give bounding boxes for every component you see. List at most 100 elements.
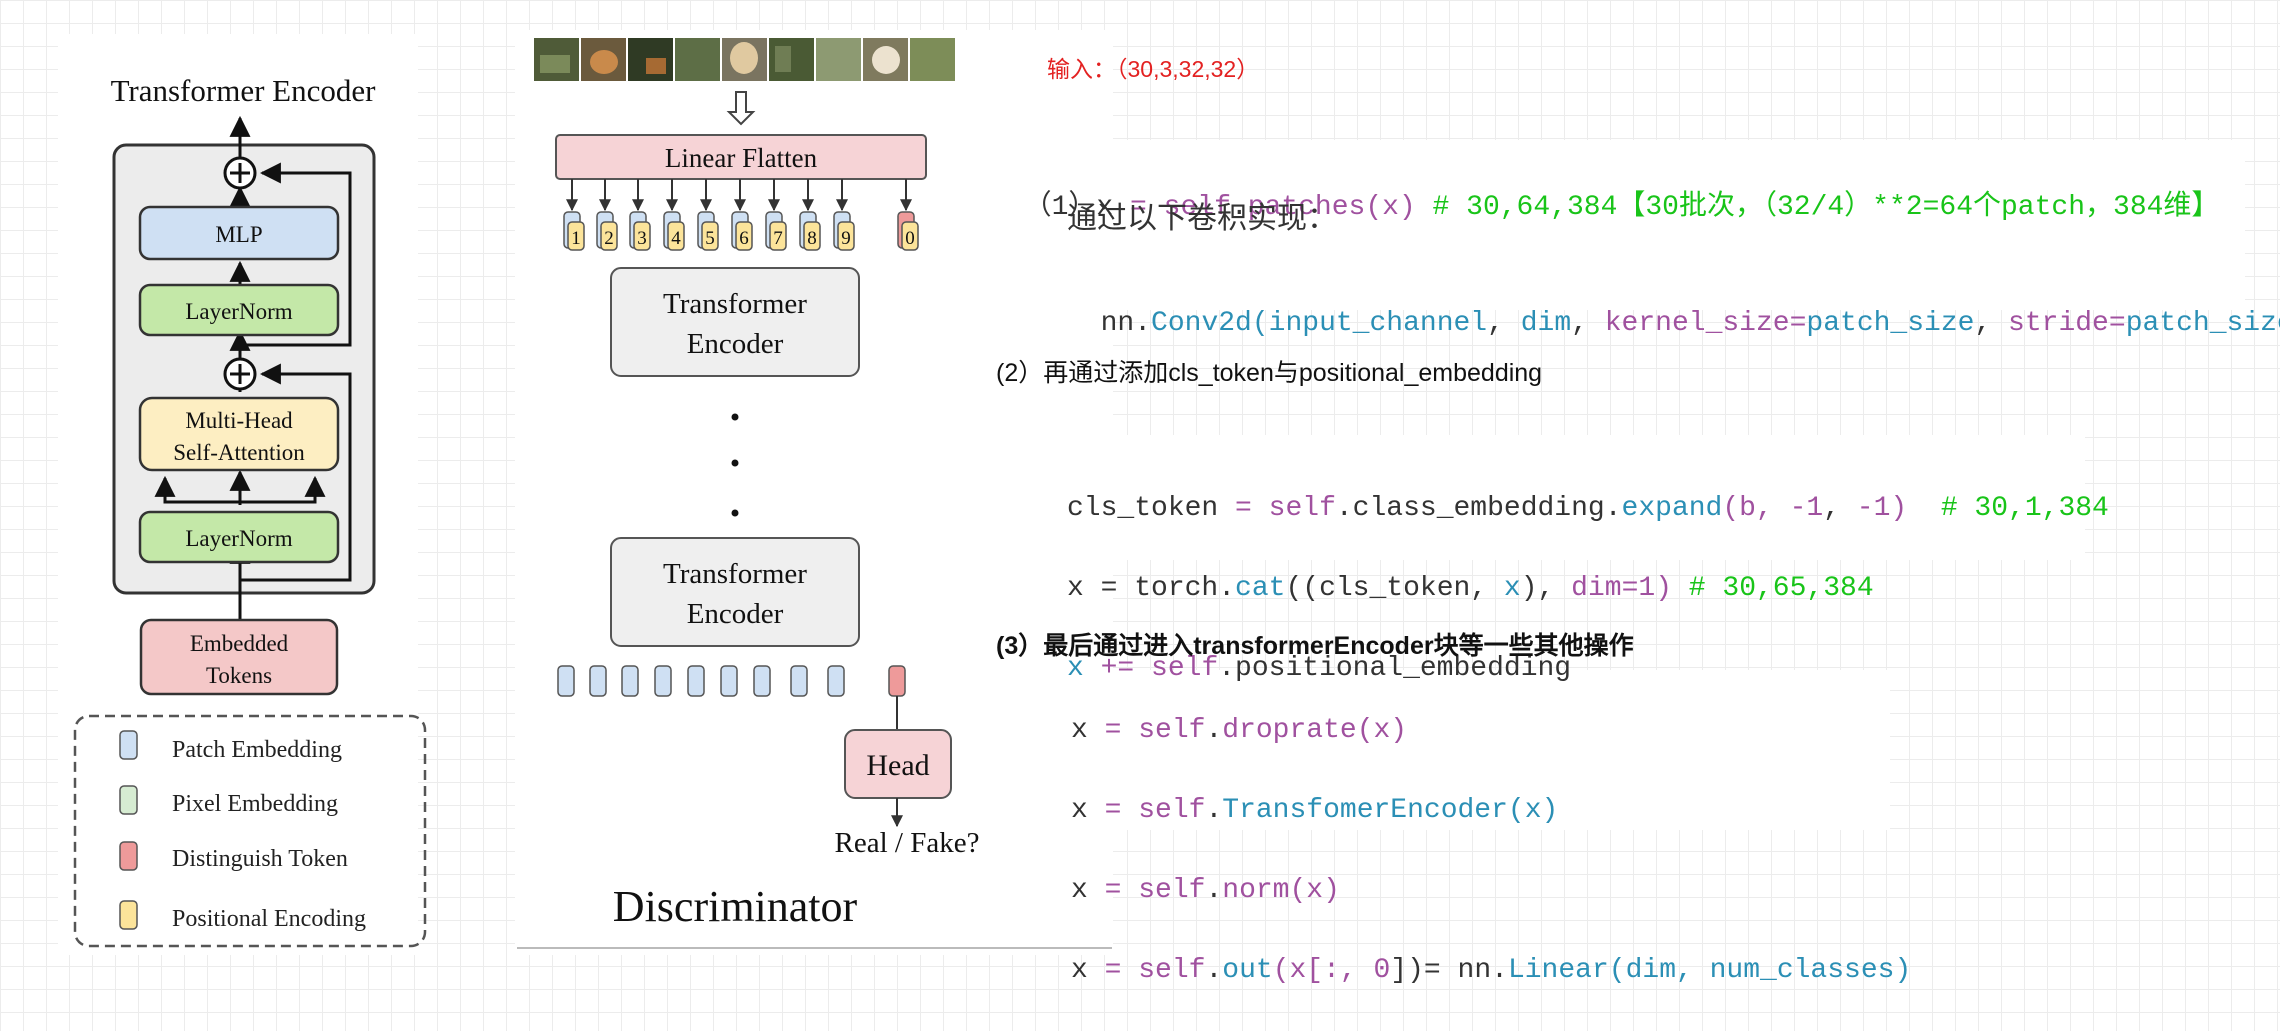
- output-token: [621, 665, 639, 697]
- positional-encoding: [735, 221, 753, 251]
- code-token: .: [1205, 715, 1223, 746]
- code-token: x: [1071, 875, 1088, 906]
- code-line: x = self.norm(x): [1071, 871, 1911, 911]
- code-token: nn.: [1100, 308, 1152, 339]
- code-panel-1: [985, 140, 2245, 310]
- layernorm-bottom-box: [138, 510, 340, 564]
- positional-encoding: [769, 221, 787, 251]
- output-token: [790, 665, 808, 697]
- token-label: 6: [739, 228, 749, 249]
- code-token: ])= nn.: [1390, 955, 1508, 986]
- hollow-down-arrow-icon: [726, 91, 756, 126]
- code-token: =: [2108, 308, 2126, 339]
- code-token: droprate: [1222, 715, 1357, 746]
- code-token: (b,: [1722, 493, 1790, 524]
- code-token: ,: [1974, 308, 2009, 339]
- discriminator-title: Discriminator: [613, 882, 858, 931]
- mha-label-1: Multi-Head: [185, 408, 293, 433]
- code-token: Conv2d: [1151, 308, 1252, 339]
- code-token: dim: [1571, 573, 1622, 604]
- positional-encoding: [600, 221, 618, 251]
- code-token: (x): [1289, 875, 1340, 906]
- code-token: .: [1205, 875, 1223, 906]
- code-token: .class_embedding.: [1335, 493, 1622, 524]
- code-token: = torch.: [1083, 573, 1236, 604]
- legend-swatch: [119, 900, 138, 930]
- token-label: 9: [841, 228, 851, 249]
- positional-encoding: [901, 221, 919, 251]
- token-label: 7: [773, 228, 783, 249]
- code-line: x = self.TransfomerEncoder(x): [1071, 791, 1911, 831]
- code-line: x = self.out(x[:, 0])= nn.Linear(dim, nu…: [1071, 951, 1911, 991]
- discriminator-diagram: Linear Flatten 1 2 3 4 5 6 7: [517, 38, 1112, 949]
- step1-subtitle: 通过以下卷积实现：: [1067, 202, 1337, 235]
- code-token: x: [1071, 795, 1088, 826]
- legend-label: Patch Embedding: [172, 737, 342, 763]
- code-line: x = self.droprate(x): [1071, 711, 1911, 751]
- output-token: [827, 665, 845, 697]
- code-token: =: [1113, 192, 1164, 223]
- token-label: 3: [637, 228, 647, 249]
- mlp-label: MLP: [215, 222, 262, 247]
- ellipsis-dot: [731, 459, 739, 467]
- legend-item: Positional Encoding: [119, 900, 366, 932]
- code-token: patches: [1247, 192, 1366, 223]
- positional-encoding: [701, 221, 719, 251]
- code-token: stride: [2008, 308, 2109, 339]
- layernorm-bottom-label: LayerNorm: [185, 526, 292, 551]
- legend-swatch: [119, 785, 138, 815]
- token-label: 8: [807, 228, 817, 249]
- step2-heading: (2）再通过添加cls_token与positional_embedding: [996, 359, 1543, 387]
- code-token: x: [1503, 573, 1521, 604]
- code-comment: # 30,64,384【30批次，（32/4）**2=64个patch，384维…: [1415, 192, 2220, 223]
- code-token: x: [1067, 653, 1084, 684]
- embedded-label-1: Embedded: [190, 631, 289, 656]
- code-token: ,: [1487, 308, 1521, 339]
- code-token: =: [1087, 715, 1139, 746]
- image-patches: [534, 38, 955, 81]
- encoder-bottom-label-2: Encoder: [687, 598, 784, 630]
- code-panel-2: [1060, 435, 2085, 560]
- code-comment: # 30,1,384: [1940, 493, 2109, 524]
- code-token: .: [1205, 795, 1223, 826]
- token-row: 1 2 3 4 5 6 7 8 9 0: [563, 211, 919, 251]
- code-token: self: [1138, 795, 1206, 826]
- code-token: patch_size: [1806, 308, 1975, 339]
- code-comment: # 30,65,384: [1688, 573, 1874, 604]
- real-fake-label: Real / Fake?: [835, 827, 980, 859]
- code-token: ,: [1823, 493, 1857, 524]
- code-token: num_classes: [1709, 955, 1895, 986]
- output-token-row: [557, 665, 906, 697]
- code-token: TransfomerEncoder: [1222, 795, 1508, 826]
- encoder-title: Transformer Encoder: [111, 73, 377, 108]
- positional-encoding: [667, 221, 685, 251]
- ellipsis-dot: [731, 413, 739, 421]
- legend-swatch: [119, 841, 138, 871]
- output-token: [557, 665, 575, 697]
- mlp-box: [138, 205, 340, 261]
- code-token: (x): [1365, 192, 1416, 223]
- code-token: patch_size: [2125, 308, 2280, 339]
- code-token: cat: [1235, 573, 1286, 604]
- output-distinguish-token: [888, 665, 906, 697]
- image-patch: [675, 38, 720, 81]
- layernorm-top-box: [138, 283, 340, 337]
- legend-item: Distinguish Token: [119, 841, 348, 872]
- token-label: 5: [705, 228, 715, 249]
- mha-label-2: Self-Attention: [173, 440, 305, 465]
- code-token: (x): [1356, 715, 1408, 746]
- transformer-encoder-diagram: Transformer Encoder MLP LayerNorm Multi-…: [73, 73, 427, 948]
- positional-encoding: [803, 221, 821, 251]
- code-token: =: [1087, 795, 1139, 826]
- legend-swatch: [119, 730, 138, 760]
- code-token: ,: [1571, 308, 1605, 339]
- legend-label: Distinguish Token: [172, 846, 348, 872]
- head-label: Head: [866, 749, 929, 782]
- code-token: ),: [1520, 573, 1572, 604]
- code-token: (x): [1507, 795, 1559, 826]
- code-token: self: [1138, 875, 1206, 906]
- positional-encoding: [567, 221, 585, 251]
- code-token: .: [1230, 192, 1248, 223]
- code-token: .: [1205, 955, 1223, 986]
- code-token: +=: [1083, 653, 1152, 684]
